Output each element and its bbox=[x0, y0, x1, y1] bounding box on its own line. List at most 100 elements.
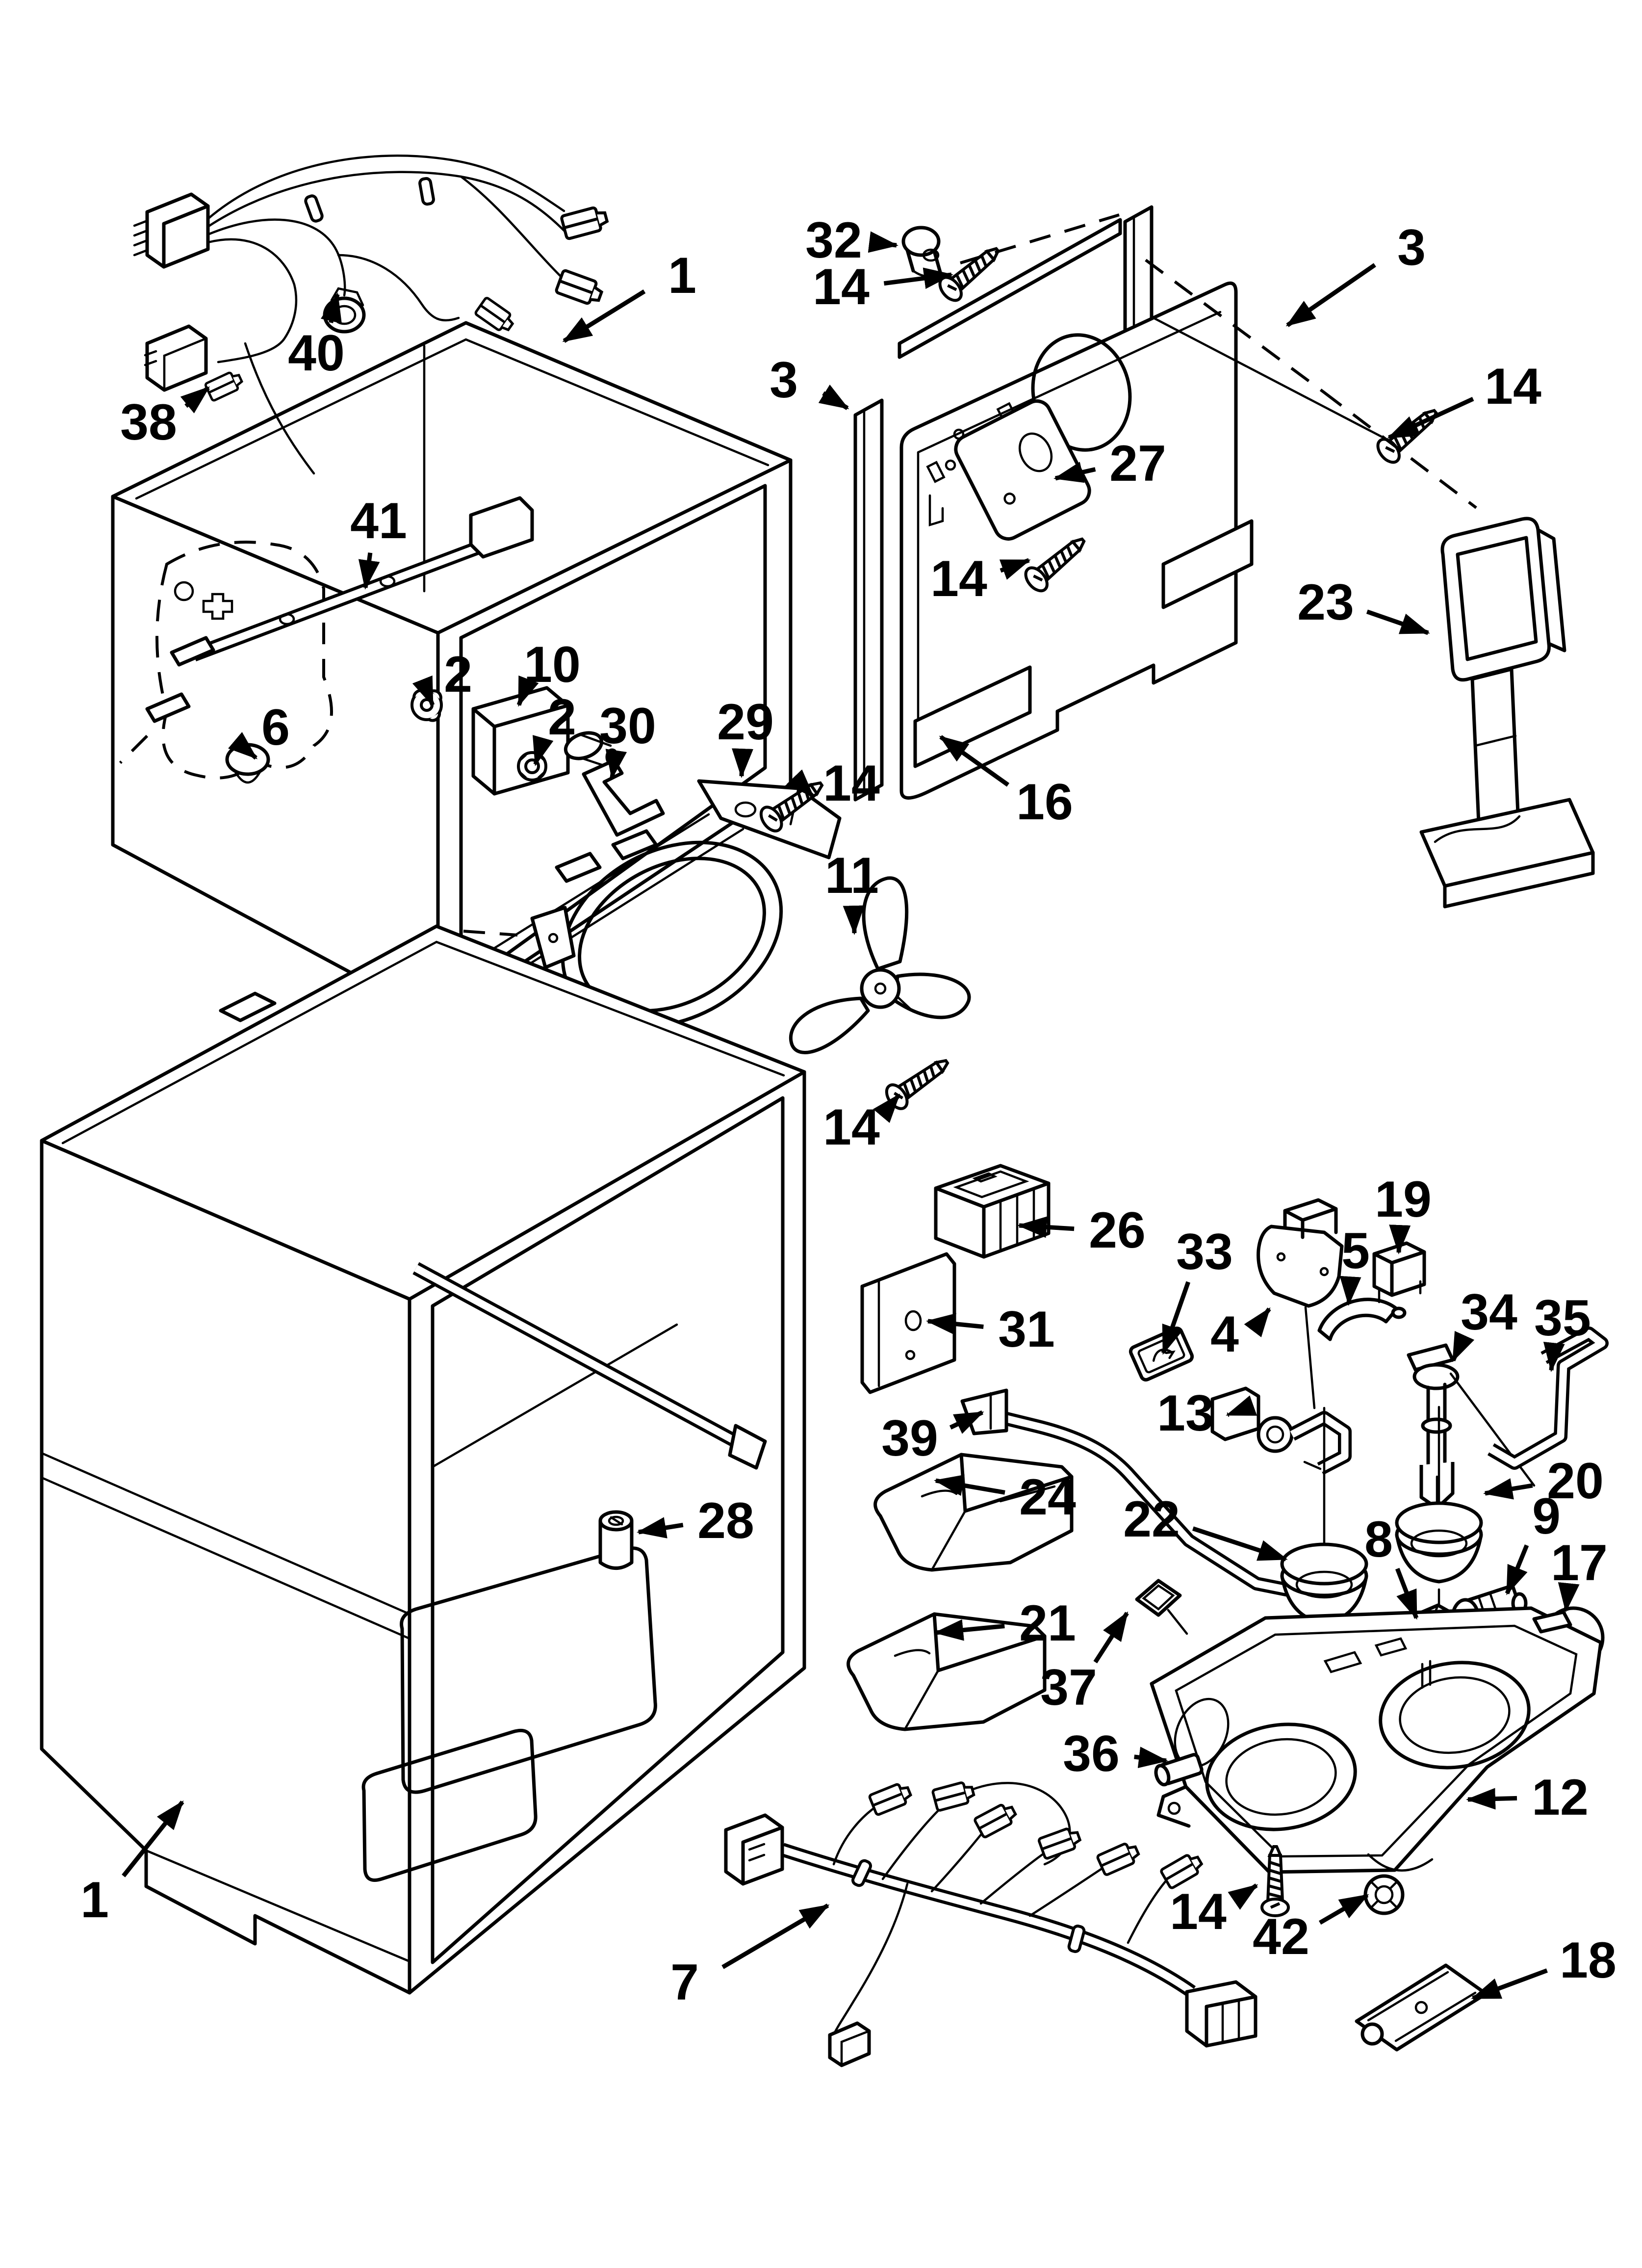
leader-arrow-21 bbox=[934, 1619, 1005, 1641]
leader-arrow-29 bbox=[732, 748, 754, 778]
leader-arrow-39 bbox=[949, 1410, 984, 1434]
callout-label-37: 37 bbox=[1040, 1659, 1097, 1716]
cover-plate bbox=[1355, 1963, 1488, 2052]
wire-tie-icon bbox=[419, 178, 435, 205]
callout-label-34: 34 bbox=[1461, 1284, 1517, 1341]
callout-label-14: 14 bbox=[1170, 1883, 1227, 1940]
callout-label-4: 4 bbox=[1210, 1306, 1239, 1363]
control-box bbox=[934, 1164, 1051, 1259]
leader-arrow-37 bbox=[1093, 1611, 1129, 1664]
callout-label-42: 42 bbox=[1253, 1908, 1309, 1965]
callout-label-40: 40 bbox=[288, 325, 345, 382]
leader-arrow-19 bbox=[1389, 1225, 1411, 1254]
callout-label-3: 3 bbox=[1397, 219, 1426, 276]
leader-arrow-14 bbox=[999, 558, 1031, 580]
leader-arrow-35 bbox=[1543, 1342, 1565, 1372]
leader-arrow-27 bbox=[1053, 462, 1096, 483]
callout-label-3: 3 bbox=[770, 352, 798, 409]
push-nut bbox=[1363, 1874, 1405, 1915]
water-valve bbox=[1407, 1343, 1536, 1510]
leader-arrow-23 bbox=[1366, 609, 1430, 635]
connector-icon bbox=[556, 270, 604, 307]
leader-arrow-40 bbox=[321, 292, 342, 324]
nut-icon bbox=[518, 753, 546, 780]
leader-arrow-14 bbox=[873, 1093, 901, 1123]
leader-arrow-12 bbox=[1466, 1788, 1517, 1810]
back-panel bbox=[899, 281, 1392, 800]
callout-label-19: 19 bbox=[1375, 1171, 1432, 1228]
callout-label-5: 5 bbox=[1341, 1223, 1370, 1279]
callout-label-14: 14 bbox=[813, 259, 870, 315]
overload-relay bbox=[1372, 1241, 1426, 1303]
callout-label-24: 24 bbox=[1019, 1469, 1076, 1526]
mounting-plate bbox=[860, 1252, 956, 1394]
callout-label-17: 17 bbox=[1551, 1535, 1608, 1591]
gasket-ring bbox=[463, 840, 783, 1029]
leader-arrow-4 bbox=[1244, 1307, 1271, 1337]
leader-arrow-14 bbox=[883, 267, 953, 289]
leader-arrow-14 bbox=[1387, 397, 1474, 440]
callout-label-38: 38 bbox=[120, 394, 177, 451]
connector-icon bbox=[1097, 1840, 1141, 1876]
leader-arrow-5 bbox=[1339, 1276, 1361, 1306]
callout-label-16: 16 bbox=[1016, 774, 1073, 831]
air-tower bbox=[1419, 517, 1595, 909]
leader-arrow-41 bbox=[358, 552, 380, 590]
leader-arrow-20 bbox=[1483, 1478, 1533, 1500]
callout-label-13: 13 bbox=[1157, 1385, 1214, 1442]
connector-icon bbox=[1038, 1826, 1082, 1859]
standoff-spacer bbox=[598, 1510, 634, 1570]
leader-arrow-9 bbox=[1505, 1544, 1529, 1595]
callout-label-11: 11 bbox=[825, 847, 879, 904]
leader-arrow-38 bbox=[180, 386, 210, 414]
leader-arrow-17 bbox=[1558, 1582, 1580, 1613]
leader-arrow-14 bbox=[786, 769, 815, 799]
callout-label-8: 8 bbox=[1364, 1511, 1393, 1568]
callout-label-14: 14 bbox=[930, 550, 987, 607]
callout-label-14: 14 bbox=[823, 1099, 880, 1156]
leader-arrow-42 bbox=[1318, 1893, 1369, 1925]
leader-arrow-28 bbox=[637, 1517, 684, 1538]
leader-arrow-31 bbox=[926, 1313, 984, 1335]
jumper-wire bbox=[1317, 1298, 1407, 1341]
access-cover bbox=[954, 399, 1091, 541]
callout-label-1: 1 bbox=[668, 247, 696, 304]
spec-label bbox=[1129, 1327, 1194, 1382]
callout-label-29: 29 bbox=[717, 694, 774, 751]
connector-icon bbox=[561, 205, 609, 239]
callout-label-14: 14 bbox=[823, 755, 880, 812]
callout-label-1: 1 bbox=[80, 1872, 109, 1929]
callout-label-31: 31 bbox=[998, 1301, 1055, 1358]
leader-arrow-13 bbox=[1226, 1395, 1257, 1417]
small-label bbox=[1135, 1579, 1188, 1635]
leader-arrow-1 bbox=[562, 289, 646, 343]
connector-icon bbox=[869, 1781, 913, 1815]
callout-label-36: 36 bbox=[1063, 1725, 1120, 1782]
leader-arrow-6 bbox=[228, 731, 258, 760]
leader-arrow-33 bbox=[1161, 1281, 1191, 1355]
callout-label-28: 28 bbox=[697, 1492, 754, 1549]
callout-label-22: 22 bbox=[1123, 1491, 1180, 1548]
valve-bracket bbox=[1487, 1327, 1609, 1470]
callout-label-39: 39 bbox=[881, 1410, 938, 1467]
leader-arrow-24 bbox=[934, 1474, 1005, 1496]
leader-arrow-14 bbox=[1228, 1883, 1258, 1910]
callout-label-2: 2 bbox=[444, 646, 472, 703]
leader-arrow-3 bbox=[1285, 263, 1376, 327]
wire-tie-icon bbox=[305, 195, 323, 222]
callout-label-41: 41 bbox=[350, 493, 407, 549]
leader-arrow-30 bbox=[605, 749, 627, 780]
callout-label-14: 14 bbox=[1485, 358, 1541, 415]
callout-label-6: 6 bbox=[261, 699, 290, 756]
construction-lines-top bbox=[960, 213, 1477, 509]
start-relay bbox=[1257, 1198, 1344, 1308]
callout-label-32: 32 bbox=[805, 212, 862, 269]
callout-label-33: 33 bbox=[1176, 1224, 1233, 1280]
connector-icon bbox=[932, 1780, 975, 1811]
trim-strip-left bbox=[853, 398, 884, 802]
leader-arrow-36 bbox=[1134, 1747, 1168, 1769]
callout-label-12: 12 bbox=[1532, 1769, 1589, 1826]
air-duct-upper bbox=[873, 1453, 1074, 1572]
